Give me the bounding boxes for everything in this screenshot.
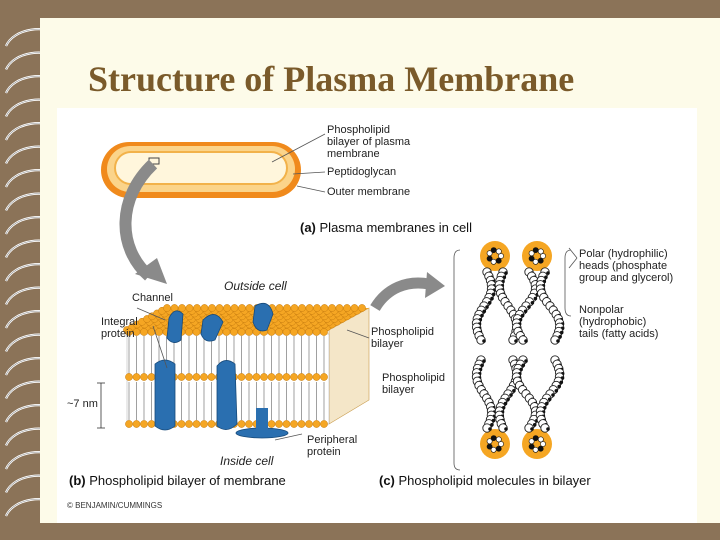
thickness-bracket [97, 382, 105, 429]
label-integral-protein: Integral protein [101, 316, 138, 340]
panel-a-leader-lines [271, 133, 326, 193]
phospholipid-molecules [471, 241, 565, 459]
membrane-protein [216, 360, 238, 430]
zoom-arrowhead-b-to-c [425, 272, 445, 298]
polar-head [522, 429, 552, 459]
copyright-credit: © BENJAMIN/CUMMINGS [67, 501, 163, 510]
label-phospholipid-bilayer: Phospholipid bilayer of plasma membrane [327, 124, 411, 160]
label-bilayer-right: Phospholipid bilayer [371, 326, 434, 350]
zoom-arrowhead-a-to-b [135, 258, 167, 284]
cell-illustration [101, 142, 301, 198]
label-channel: Channel [132, 292, 173, 304]
page-title: Structure of Plasma Membrane [88, 59, 575, 99]
caption-c: (c) Phospholipid molecules in bilayer [379, 473, 591, 488]
label-outer-membrane: Outer membrane [327, 186, 411, 198]
caption-a: (a) Plasma membranes in cell [300, 220, 472, 235]
figure-drawing [97, 133, 578, 471]
label-peripheral-protein: Peripheral protein [307, 434, 358, 458]
membrane-protein [154, 359, 176, 431]
polar-head [522, 241, 552, 271]
label-peptidoglycan: Peptidoglycan [327, 166, 397, 178]
panel-b-leader-lines [136, 307, 370, 441]
label-bilayer-left: Phospholipid bilayer [382, 372, 445, 396]
label-inside-cell: Inside cell [220, 454, 274, 468]
panel-c-brackets [453, 247, 578, 471]
label-polar-heads: Polar (hydrophilic) heads (phosphate gro… [579, 248, 674, 284]
membrane-figure: Phospholipid bilayer of plasma membrane … [57, 108, 697, 523]
bilayer-block [123, 302, 370, 439]
zoom-arrow-b-to-c [370, 277, 430, 312]
membrane-protein [166, 310, 184, 343]
polar-head [480, 429, 510, 459]
membrane-protein [252, 302, 274, 332]
polar-head [480, 241, 510, 271]
caption-b: (b) Phospholipid bilayer of membrane [69, 473, 286, 488]
zoom-arrow-a-to-b [119, 159, 158, 281]
label-outside-cell: Outside cell [224, 279, 287, 293]
label-nonpolar-tails: Nonpolar (hydrophobic) tails (fatty acid… [579, 304, 659, 340]
label-thickness: ~7 nm [67, 398, 98, 410]
membrane-protein [200, 314, 224, 342]
